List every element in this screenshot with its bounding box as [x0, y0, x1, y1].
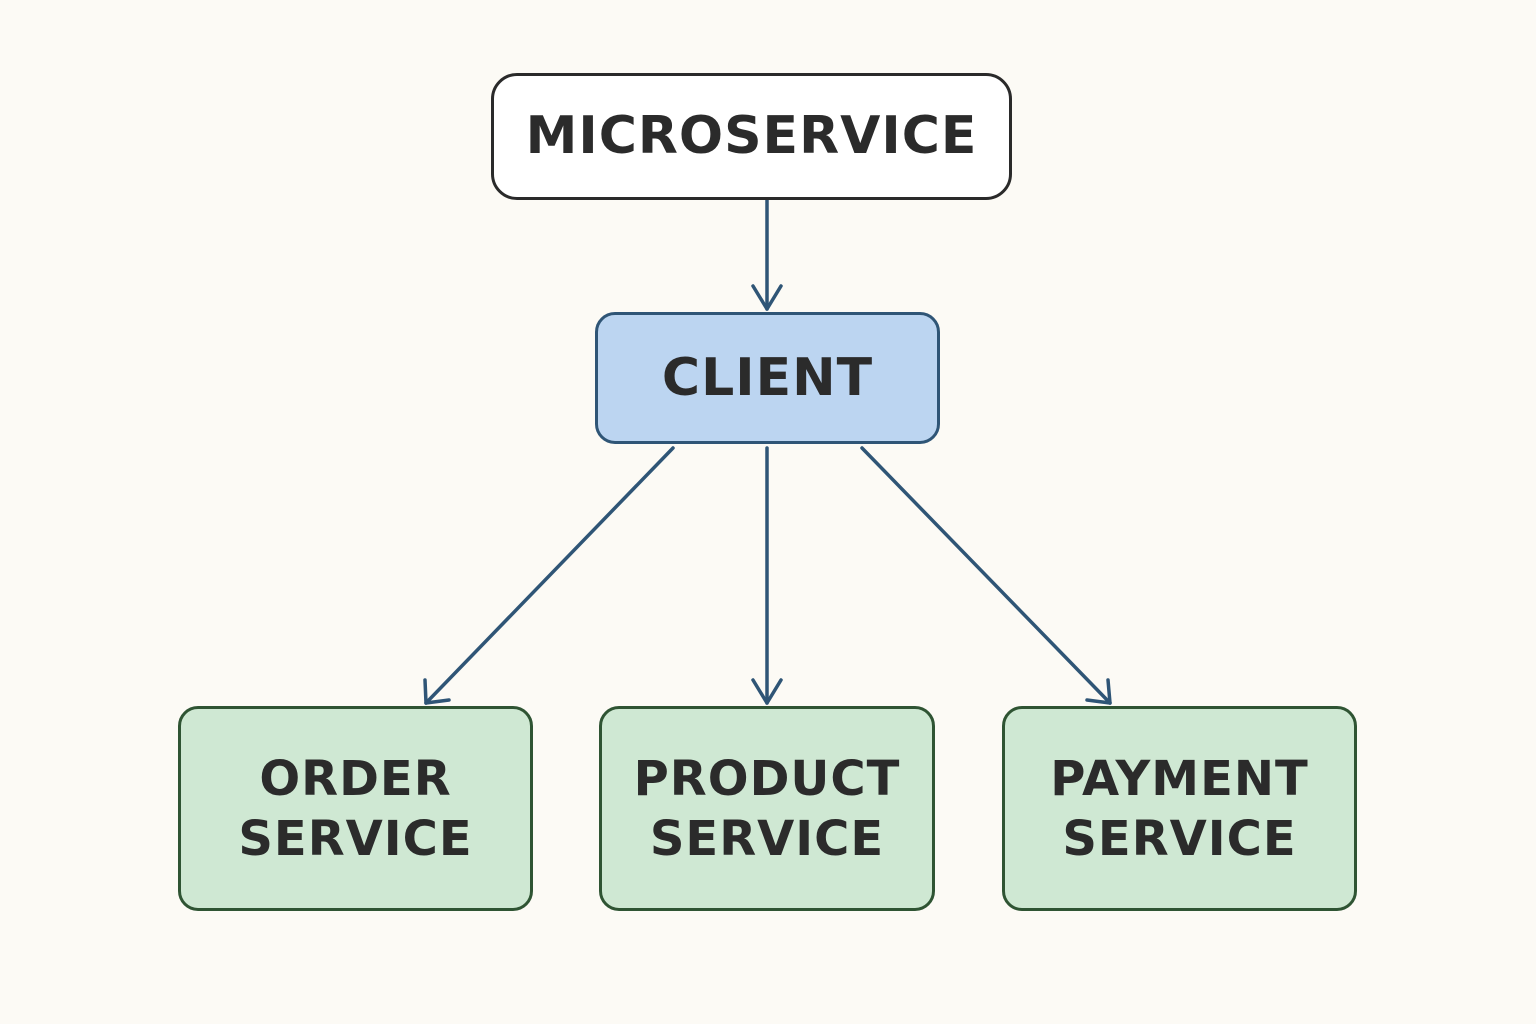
microservice-node: MICROSERVICE: [491, 73, 1012, 200]
order-service-label-line1: ORDER: [259, 750, 452, 807]
order-service-label-line2: SERVICE: [238, 810, 473, 867]
arrow-microservice-to-client: [751, 198, 783, 311]
microservice-label: MICROSERVICE: [525, 106, 978, 166]
client-label: CLIENT: [661, 347, 874, 408]
product-service-label-line2: SERVICE: [649, 810, 885, 867]
payment-service-label-line1: PAYMENT: [1050, 750, 1309, 807]
client-node: CLIENT: [595, 312, 940, 444]
product-service-label-line1: PRODUCT: [633, 750, 901, 807]
payment-service-label-line2: SERVICE: [1062, 810, 1297, 867]
product-service-node: PRODUCT SERVICE: [599, 706, 935, 911]
arrow-client-to-order-service: [423, 446, 675, 705]
arrow-client-to-product-service: [751, 446, 783, 705]
order-service-node: ORDER SERVICE: [178, 706, 533, 911]
payment-service-node: PAYMENT SERVICE: [1002, 706, 1357, 911]
arrow-client-to-payment-service: [860, 446, 1112, 705]
